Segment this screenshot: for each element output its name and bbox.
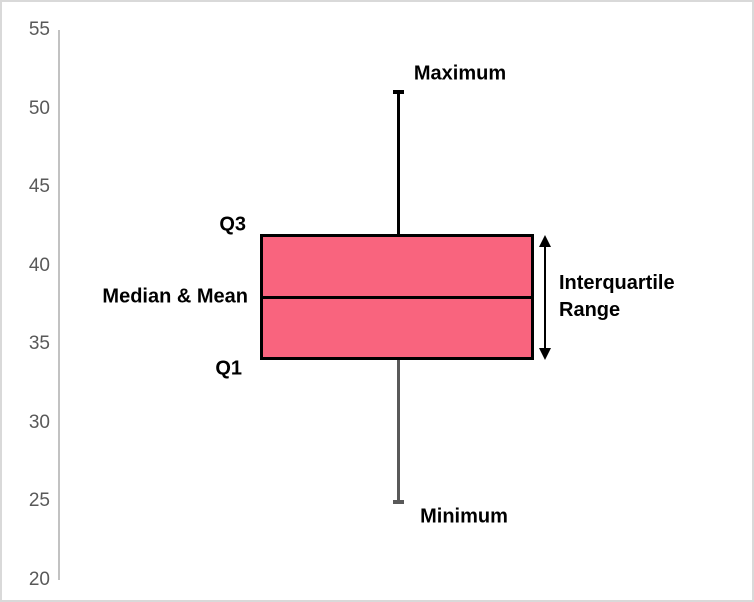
y-axis-tick-label: 45 — [28, 176, 50, 198]
y-axis-tick-label: 30 — [28, 411, 50, 433]
arrow-down-icon — [539, 347, 551, 360]
q1-label: Q1 — [215, 357, 242, 380]
iqr-label-line1: Interquartile — [559, 272, 675, 295]
iqr-label-line2: Range — [559, 299, 621, 322]
arrow-shaft — [544, 245, 546, 350]
y-axis-line — [58, 30, 60, 580]
upper-whisker — [397, 92, 400, 235]
y-axis-tick-label: 25 — [28, 490, 50, 512]
y-axis-tick-label: 20 — [28, 569, 50, 590]
y-axis-tick-label: 35 — [28, 333, 50, 355]
iqr-label: Interquartile Range — [559, 270, 675, 324]
q3-label: Q3 — [219, 213, 246, 236]
median-line — [263, 295, 531, 299]
maximum-label: Maximum — [413, 62, 507, 85]
minimum-label: Minimum — [420, 505, 508, 528]
lower-whisker-cap — [393, 500, 404, 505]
y-axis-tick-label: 40 — [28, 254, 50, 276]
arrow-up-icon — [539, 235, 551, 248]
iqr-arrow — [539, 235, 551, 360]
y-axis-tick-label: 55 — [28, 19, 50, 40]
lower-whisker — [397, 360, 400, 502]
median-mean-label: Median & Mean — [102, 285, 248, 308]
upper-whisker-cap — [393, 89, 404, 94]
y-axis-tick-label: 50 — [28, 97, 50, 119]
